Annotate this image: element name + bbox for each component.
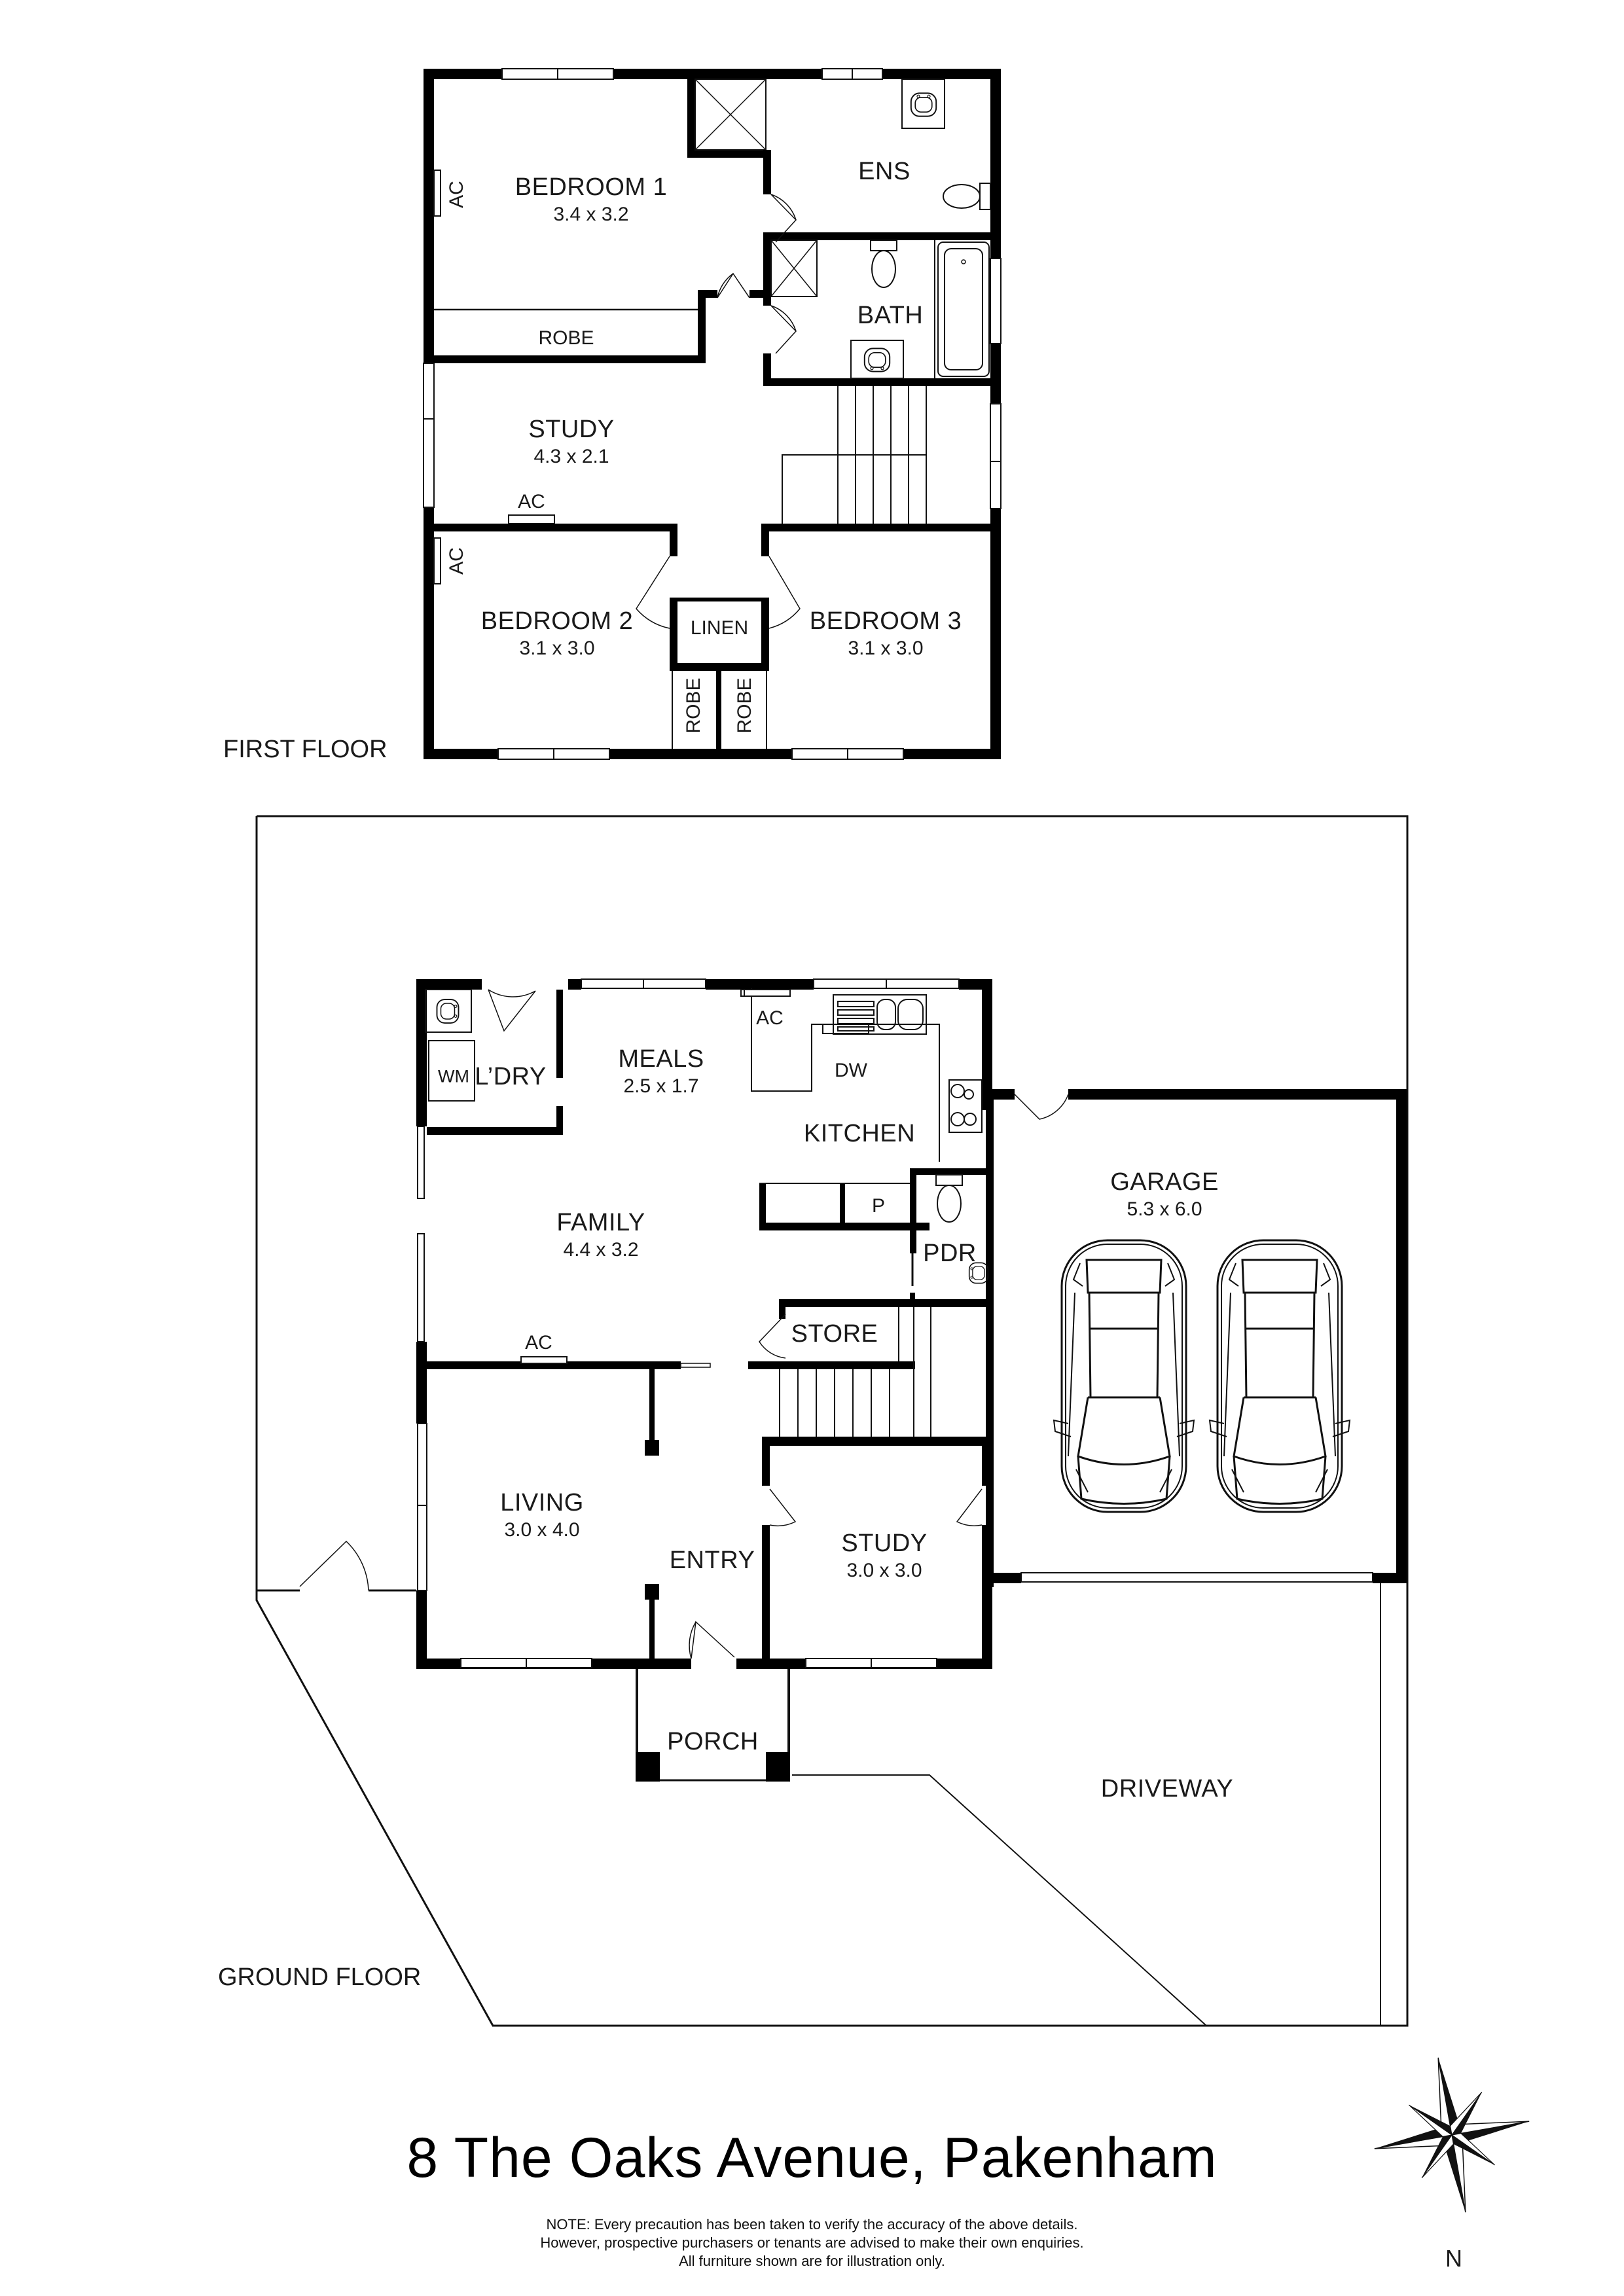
- ground-floor-label: GROUND FLOOR: [218, 1964, 422, 1991]
- room-family: FAMILY 4.4 x 3.2: [556, 1210, 645, 1260]
- room-dimensions: 3.4 x 3.2: [553, 204, 629, 225]
- compass-rose-icon: [1374, 2057, 1530, 2213]
- room-name: MEALS: [618, 1045, 704, 1073]
- room-kitchen: KITCHEN: [803, 1120, 916, 1147]
- room-dimensions: 3.1 x 3.0: [519, 637, 595, 659]
- dishwasher-label: DW: [835, 1060, 867, 1081]
- room-name: GARAGE: [1110, 1168, 1219, 1196]
- room-dimensions: 2.5 x 1.7: [623, 1075, 699, 1097]
- room-dimensions: 3.1 x 3.0: [848, 637, 924, 659]
- room-bedroom-1: BEDROOM 1 3.4 x 3.2: [515, 175, 668, 224]
- room-robe-bedroom-2: ROBE: [683, 677, 704, 734]
- room-name: LIVING: [500, 1489, 584, 1516]
- room-dimensions: 4.4 x 3.2: [563, 1239, 639, 1261]
- room-linen: LINEN: [690, 617, 749, 639]
- room-laundry: L’DRY: [475, 1063, 547, 1090]
- ground-floor-plan: [255, 815, 1409, 2027]
- room-porch: PORCH: [667, 1728, 759, 1755]
- room-bedroom-3: BEDROOM 3 3.1 x 3.0: [810, 609, 962, 658]
- room-pantry: P: [871, 1195, 886, 1217]
- room-name: BEDROOM 2: [480, 607, 634, 635]
- room-dimensions: 3.0 x 4.0: [504, 1519, 580, 1541]
- room-dimensions: 4.3 x 2.1: [533, 446, 609, 467]
- room-study-ground-floor: STUDY 3.0 x 3.0: [841, 1531, 927, 1581]
- first-floor-plan: [423, 68, 1001, 760]
- room-bedroom-2: BEDROOM 2 3.1 x 3.0: [481, 609, 634, 658]
- room-powder-room: PDR: [923, 1240, 977, 1267]
- north-label: N: [1445, 2245, 1462, 2272]
- room-name: BEDROOM 1: [514, 173, 668, 201]
- room-bathroom: BATH: [857, 302, 924, 329]
- area-driveway: DRIVEWAY: [1100, 1775, 1234, 1803]
- room-dimensions: 5.3 x 6.0: [1127, 1198, 1202, 1220]
- disclaimer-line-3: All furniture shown are for illustration…: [679, 2253, 945, 2269]
- property-address-title: 8 The Oaks Avenue, Pakenham: [406, 2126, 1218, 2189]
- room-name: STUDY: [841, 1530, 928, 1557]
- ac-unit-study: AC: [518, 491, 545, 512]
- disclaimer-note: NOTE: Every precaution has been taken to…: [0, 2215, 1624, 2270]
- room-meals: MEALS 2.5 x 1.7: [618, 1047, 704, 1096]
- ac-unit-family: AC: [525, 1332, 552, 1354]
- room-dimensions: 3.0 x 3.0: [846, 1560, 922, 1581]
- ac-unit-bedroom-1: AC: [446, 181, 467, 208]
- room-garage: GARAGE 5.3 x 6.0: [1110, 1170, 1219, 1219]
- disclaimer-line-1: NOTE: Every precaution has been taken to…: [546, 2216, 1078, 2233]
- room-name: BEDROOM 3: [809, 607, 962, 635]
- room-study-first-floor: STUDY 4.3 x 2.1: [528, 417, 614, 467]
- room-name: FAMILY: [556, 1209, 645, 1236]
- first-floor-label: FIRST FLOOR: [223, 736, 388, 763]
- room-ensuite: ENS: [858, 158, 911, 185]
- room-store: STORE: [791, 1320, 878, 1348]
- room-name: STUDY: [528, 416, 615, 443]
- room-robe-bedroom-1: ROBE: [538, 327, 594, 349]
- room-entry: ENTRY: [669, 1547, 755, 1574]
- ac-unit-bedroom-2: AC: [446, 547, 467, 575]
- room-living: LIVING 3.0 x 4.0: [500, 1490, 584, 1540]
- ac-unit-meals: AC: [756, 1007, 784, 1029]
- washing-machine-label: WM: [438, 1066, 469, 1086]
- room-robe-bedroom-3: ROBE: [734, 677, 755, 734]
- disclaimer-line-2: However, prospective purchasers or tenan…: [540, 2234, 1084, 2251]
